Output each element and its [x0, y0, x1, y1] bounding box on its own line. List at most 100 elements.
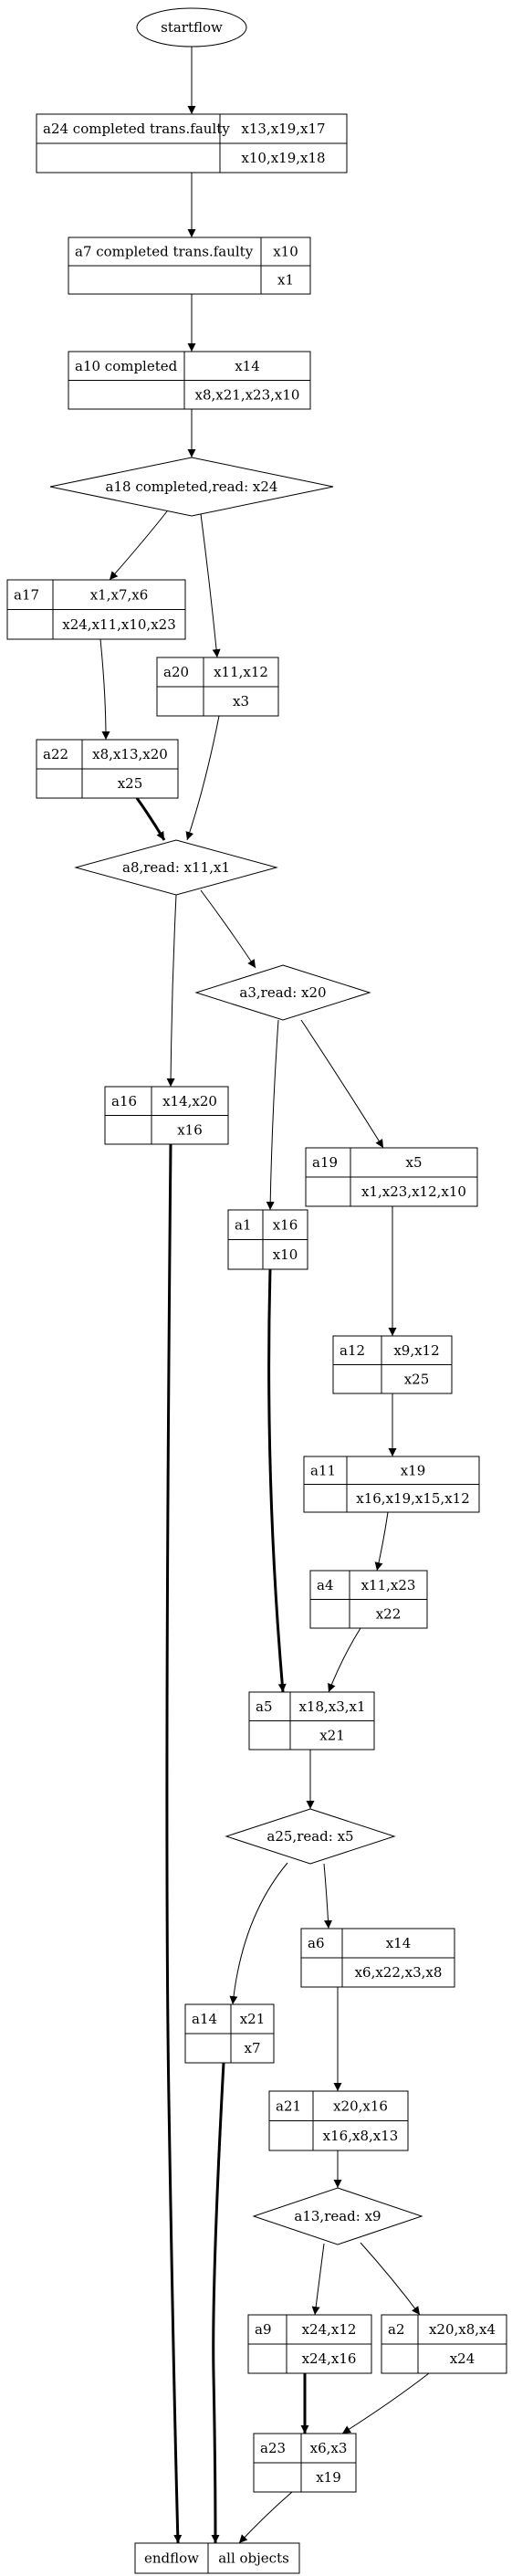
- read-objects: x1,x7,x6: [90, 586, 149, 603]
- edge-a2-to-a23: [341, 2372, 430, 2434]
- write-objects: x25: [118, 775, 143, 792]
- node-a9: a9 x24,x12 x24,x16: [247, 2314, 372, 2374]
- edge-a4-to-a5: [328, 1627, 361, 1693]
- activity-label: a21: [276, 2098, 301, 2114]
- node-a10: a10 completed x14 x8,x21,x23,x10: [68, 351, 311, 410]
- write-objects: x10,x19,x18: [241, 150, 325, 166]
- node-a19: a19 x5 x1,x23,x12,x10: [305, 1147, 478, 1207]
- read-objects: x9,x12: [393, 1342, 439, 1359]
- activity-label: a12: [340, 1342, 365, 1359]
- node-a13: a13,read: x9: [252, 2187, 423, 2245]
- activity-label: a7 completed trans.faulty: [75, 244, 254, 260]
- read-objects: x20,x16: [333, 2098, 388, 2114]
- write-objects: x24: [450, 2350, 475, 2367]
- write-objects: x3: [233, 693, 249, 710]
- start-label: startflow: [161, 19, 223, 36]
- node-a3: a3,read: x20: [194, 964, 371, 1021]
- read-objects: x14,x20: [162, 1093, 217, 1109]
- node-a20: a20 x11,x12 x3: [156, 657, 279, 717]
- read-objects: x11,x23: [361, 1577, 416, 1593]
- read-objects: x18,x3,x1: [298, 1698, 365, 1715]
- node-a18: a18 completed,read: x24: [49, 457, 334, 517]
- activity-label: a20: [163, 664, 189, 680]
- edge-a18-to-a17: [109, 510, 168, 581]
- read-objects: x14: [386, 1935, 412, 1951]
- read-objects: x16: [273, 1216, 298, 1233]
- nodes-layer: startflow a24 completed trans.faulty x13,x…: [6, 7, 507, 2574]
- write-objects: x25: [404, 1371, 430, 1387]
- read-objects: x10: [273, 244, 298, 260]
- edge-a16-to-endflow: [165, 1143, 183, 2544]
- write-objects: x1: [277, 272, 294, 289]
- node-a25: a25,read: x5: [225, 1808, 396, 1865]
- activity-label: a23: [260, 2440, 286, 2456]
- edge-a8-to-a3: [200, 889, 256, 969]
- write-objects: x19: [316, 2469, 341, 2486]
- node-a2: a2 x20,x8,x4 x24: [381, 2314, 507, 2374]
- read-objects: x24,x12: [302, 2321, 357, 2338]
- edge-a3-to-a19: [300, 1019, 384, 1149]
- decision-diamond: [225, 1808, 396, 1865]
- activity-label: a10 completed: [75, 358, 178, 374]
- edge-a17-to-a22: [99, 638, 110, 741]
- activity-label: a16: [111, 1093, 137, 1109]
- decision-label: a18 completed,read: x24: [106, 478, 278, 495]
- activity-label: a6: [308, 1935, 325, 1951]
- write-objects: x16,x8,x13: [323, 2128, 399, 2144]
- write-objects: x16,x19,x15,x12: [356, 1490, 470, 1507]
- read-objects: x6,x3: [310, 2440, 348, 2456]
- decision-diamond: [49, 457, 334, 517]
- read-objects: x8,x13,x20: [92, 746, 168, 762]
- decision-label: a25,read: x5: [266, 1828, 353, 1845]
- decision-label: a13,read: x9: [294, 2208, 381, 2224]
- read-objects: x20,x8,x4: [429, 2321, 496, 2338]
- edge-a23-to-endflow: [238, 2491, 293, 2544]
- activity-label: a19: [312, 1154, 338, 1171]
- node-a24: a24 completed trans.faulty x13,x19,x17 x10…: [36, 113, 348, 173]
- activity-label: a2: [388, 2321, 405, 2338]
- node-a5: a5 x18,x3,x1 x21: [248, 1691, 375, 1751]
- read-objects: x14: [235, 358, 260, 374]
- edge-a14-to-endflow: [211, 2062, 225, 2544]
- node-a12: a12 x9,x12 x25: [332, 1335, 453, 1394]
- activity-label: a1: [235, 1216, 252, 1233]
- write-objects: x16: [177, 1121, 203, 1138]
- activity-label: a4: [317, 1577, 334, 1593]
- read-objects: x19: [401, 1462, 426, 1478]
- write-objects: x1,x23,x12,x10: [361, 1183, 466, 1200]
- edge-a3-to-a1: [266, 1019, 279, 1211]
- read-objects: x11,x12: [214, 664, 268, 680]
- edge-a1-to-a5: [267, 1268, 287, 1693]
- decision-diamond: [252, 2187, 423, 2245]
- activity-objects: all objects: [218, 2550, 289, 2567]
- node-a11: a11 x19 x16,x19,x15,x12: [303, 1456, 480, 1513]
- decision-label: a8,read: x11,x1: [122, 859, 230, 876]
- write-objects: x8,x21,x23,x10: [195, 386, 300, 403]
- read-objects: x5: [405, 1154, 422, 1171]
- edge-a20-to-a8: [185, 715, 220, 841]
- write-objects: x22: [376, 1605, 402, 1622]
- write-objects: x7: [244, 2040, 260, 2056]
- activity-box: [134, 2542, 300, 2574]
- activity-label: a11: [310, 1462, 336, 1478]
- edge-a13-to-a9: [311, 2243, 325, 2316]
- write-objects: x24,x16: [302, 2350, 357, 2367]
- node-a23: a23 x6,x3 x19: [253, 2433, 357, 2493]
- read-objects: x13,x19,x17: [241, 121, 325, 137]
- decision-diamond: [194, 964, 371, 1021]
- write-objects: x21: [319, 1727, 345, 1743]
- start-ellipse: [136, 7, 247, 47]
- activity-label: a5: [256, 1698, 273, 1715]
- node-a4: a4 x11,x23 x22: [309, 1570, 428, 1629]
- edge-a22-to-a8: [135, 797, 166, 841]
- node-a7: a7 completed trans.faulty x10 x1: [68, 237, 311, 295]
- edge-a11-to-a4: [374, 1511, 389, 1572]
- activity-label: a9: [255, 2321, 272, 2338]
- activity-label: a24 completed trans.faulty: [43, 121, 230, 137]
